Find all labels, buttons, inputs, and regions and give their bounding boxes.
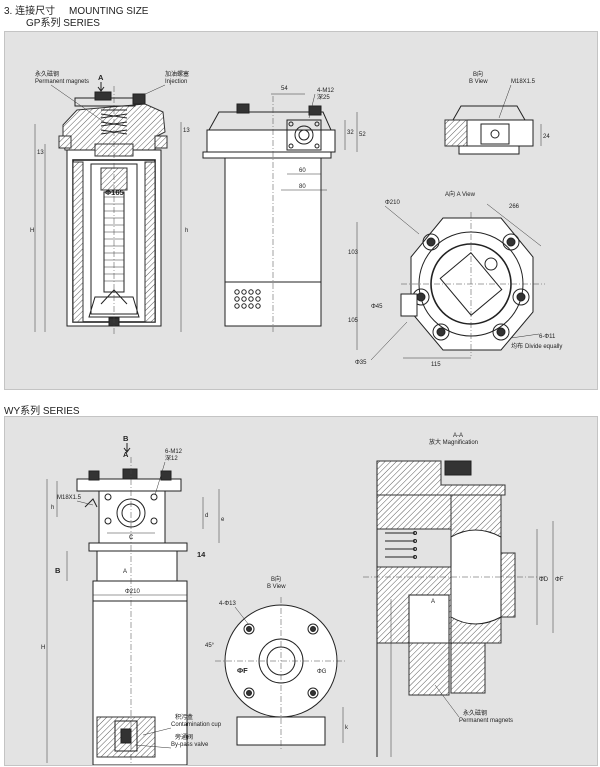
gp-aview-label: A向 A View: [445, 190, 476, 198]
wy-dim-phi210: Φ210: [125, 589, 140, 595]
gp-dim-6phi11: 6-Φ11: [539, 334, 556, 340]
gp-dim-115: 115: [431, 362, 441, 368]
gp-section-view: 永久磁钢 Permanent magnets A 加油螺塞 Injection …: [30, 70, 190, 334]
wy-contamination-en: Contamination cup: [171, 722, 222, 728]
gp-series-drawing: 永久磁钢 Permanent magnets A 加油螺塞 Injection …: [30, 70, 562, 368]
gp-series-heading: GP系列 SERIES: [26, 18, 100, 29]
gp-dim-52: 52: [359, 132, 366, 138]
wy-dim-d: d: [205, 513, 208, 519]
wy-bypass-en: By-pass valve: [171, 742, 209, 748]
gp-magnets-en: Permanent magnets: [35, 79, 89, 85]
gp-hole-pattern: [234, 289, 261, 309]
wy-bview-en: B View: [267, 584, 286, 590]
wy-dim-depth12: 深12: [165, 454, 178, 462]
wy-aa-marker: A: [431, 599, 435, 605]
wy-dim-h-upper: H: [41, 645, 45, 651]
heading-en: MOUNTING SIZE: [69, 6, 149, 17]
gp-dim-24: 24: [543, 134, 550, 140]
gp-magnets-cn: 永久磁钢: [35, 70, 59, 78]
wy-dim-g: ΦG: [317, 669, 327, 675]
gp-dim-80: 80: [299, 184, 306, 190]
wy-dim-phid: ΦD: [539, 577, 549, 583]
gp-dim-depth25: 深25: [317, 93, 330, 101]
gp-injection-cn: 加油螺塞: [165, 70, 189, 78]
wy-bview-cn: B向: [271, 575, 281, 583]
wy-series-drawing-panel: B A 6-M12 深12 M18X1.5 H h B d e C 14 Φ21…: [4, 416, 598, 766]
gp-dim-13-left: 13: [37, 150, 44, 156]
wy-view-arrow-a: A: [123, 450, 129, 459]
wy-contamination-cn: 积污盒: [175, 713, 193, 721]
wy-dim-14: 14: [197, 550, 206, 559]
gp-injection-en: Injection: [165, 79, 187, 85]
heading-cn: 3. 连接尺寸: [4, 6, 56, 17]
wy-series-heading: WY系列 SERIES: [4, 406, 80, 417]
gp-dim-266: 266: [509, 204, 520, 210]
wy-b-view: B向 B View 4-Φ13 45° ΦF ΦG k 积污盒 Contamin…: [134, 575, 349, 751]
gp-a-view: A向 A View Φ210 266 103 105 Φ45 Φ35 115 6…: [348, 190, 562, 368]
wy-section-label: A-A: [453, 433, 463, 439]
gp-dim-32: 32: [347, 130, 354, 136]
wy-dim-m18: M18X1.5: [57, 495, 82, 501]
gp-dim-phi165: Φ165: [105, 188, 124, 197]
wy-view-arrow-b: B: [123, 434, 129, 443]
gp-dim-60: 60: [299, 168, 306, 174]
gp-dim-phi210: Φ210: [385, 200, 400, 206]
wy-front-view: B A 6-M12 深12 M18X1.5 H h B d e C 14 Φ21…: [41, 434, 225, 765]
gp-dim-m18-bview: M18X1.5: [511, 79, 536, 85]
wy-magnets-cn: 永久磁钢: [463, 709, 487, 717]
gp-front-view: 54 4-M12 深25 32 52 60 80: [202, 86, 366, 332]
wy-dim-4phi13: 4-Φ13: [219, 601, 236, 607]
gp-dim-h-upper: H: [30, 228, 34, 234]
gp-dim-103: 103: [348, 250, 359, 256]
wy-magnets-en: Permanent magnets: [459, 718, 513, 724]
wy-section-aa: A-A 放大 Magnification ΦD ΦF A 永久磁钢 Perman…: [363, 433, 564, 757]
wy-dim-phif: ΦF: [555, 577, 564, 583]
gp-dim-54: 54: [281, 86, 288, 92]
wy-dim-c: C: [129, 535, 134, 541]
gp-bview-en: B View: [469, 79, 488, 85]
gp-dim-phi45: Φ45: [371, 304, 383, 310]
wy-series-drawing: B A 6-M12 深12 M18X1.5 H h B d e C 14 Φ21…: [41, 433, 564, 765]
gp-view-arrow-a: A: [98, 73, 104, 82]
gp-dim-13-right: 13: [183, 128, 190, 134]
wy-dim-45deg: 45°: [205, 643, 215, 649]
wy-bypass-cn: 旁通阀: [175, 733, 193, 741]
gp-dim-105: 105: [348, 318, 359, 324]
gp-series-drawing-panel: 永久磁钢 Permanent magnets A 加油螺塞 Injection …: [4, 31, 598, 390]
gp-divide-en: Divide equally: [525, 344, 562, 350]
wy-section-arrow-a: A: [123, 569, 127, 575]
gp-dim-phi35: Φ35: [355, 360, 367, 366]
wy-dim-e: e: [221, 517, 225, 523]
wy-dim-b: B: [55, 566, 61, 575]
wy-dim-h-lower: h: [51, 505, 54, 511]
gp-bolt-holes: [412, 233, 530, 341]
gp-bview-cn: B向: [473, 70, 483, 78]
wy-dim-6m12: 6-M12: [165, 449, 183, 455]
wy-magnification-label: 放大 Magnification: [429, 438, 478, 446]
wy-dim-k: k: [345, 725, 349, 731]
gp-dim-4m12: 4-M12: [317, 88, 335, 94]
gp-b-view: B向 B View M18X1.5 24: [444, 70, 550, 155]
section-heading-mounting: 3. 连接尺寸 MOUNTING SIZE: [4, 2, 148, 17]
wy-dim-f: ΦF: [237, 666, 248, 675]
wy-bolt-holes: [243, 623, 319, 699]
gp-dim-h-lower: h: [185, 228, 188, 234]
gp-divide-cn: 均布: [511, 342, 523, 350]
